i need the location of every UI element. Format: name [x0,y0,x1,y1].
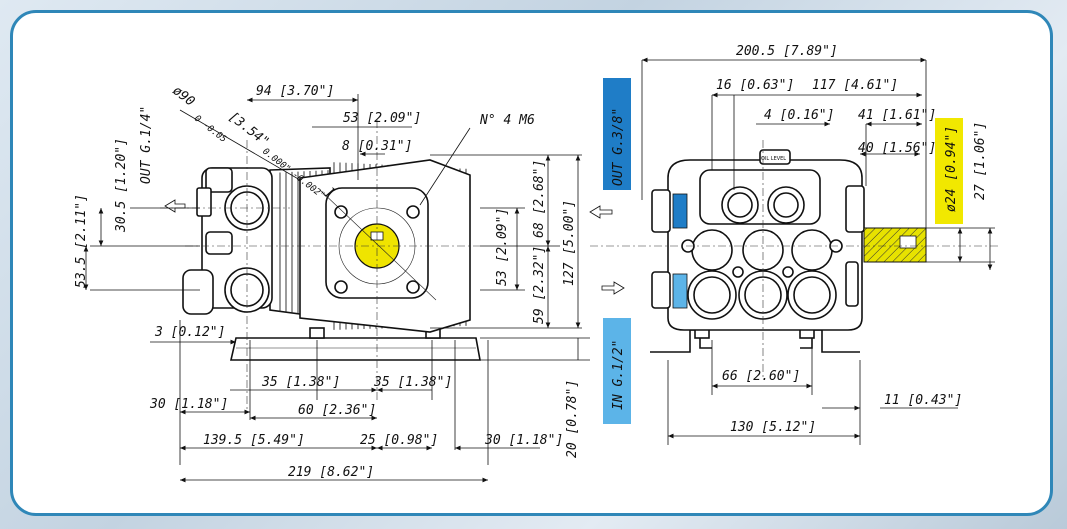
svg-text:0 -0.05: 0 -0.05 [192,114,228,145]
dim-66: 66 [2.60"] [722,369,800,384]
out-port-right-box [603,78,631,190]
shaft-dia-label: ø24 [0.94"] [944,126,959,212]
dim-219: 219 [8.62"] [288,465,374,480]
shaft-dia-box [935,118,963,224]
dim-59: 59 [2.32"] [532,246,547,324]
dim-25: 25 [0.98"] [360,433,438,448]
svg-text:[3.54": [3.54" [226,109,272,150]
dim-16: 16 [0.63"] [716,78,794,93]
dim-3: 3 [0.12"] [154,325,225,340]
dim-117: 117 [4.61"] [812,78,898,93]
dim-139-5: 139.5 [5.49"] [203,433,305,448]
out-port-left-label: OUT G.1/4" [139,106,154,184]
dim-53-v: 53 [2.09"] [495,208,510,286]
dim-130: 130 [5.12"] [730,420,816,435]
svg-text:ø90: ø90 [170,83,198,109]
side-view-dimensions [83,94,590,483]
flange-dia-label: ø90 0 -0.05 [170,83,229,145]
dim-53-5: 53.5 [2.11"] [74,194,89,288]
dim-30-b: 30 [1.18"] [484,433,563,448]
oil-level-label: OIL LEVEL [761,156,786,162]
dimension-labels: 94 [3.70"] 53 [2.09"] 8 [0.31"] N° 4 M6 … [74,44,988,480]
dim-68: 68 [2.68"] [532,160,547,238]
dim-127: 127 [5.00"] [562,200,577,286]
front-view [589,140,1000,380]
base-plate [229,337,481,361]
dim-11: 11 [0.43"] [884,393,962,408]
dim-200-5: 200.5 [7.89"] [736,44,838,59]
inlet-port-marker [672,273,688,309]
out-port-right-label: OUT G.3/8" [611,108,626,186]
dim-27: 27 [1.06"] [973,122,988,200]
dim-60: 60 [2.36"] [298,403,376,418]
bolt-spec: N° 4 M6 [479,113,535,128]
dim-30-5: 30.5 [1.20"] [114,138,129,233]
front-view-dimensions [641,57,995,445]
outlet-port-marker [672,193,688,229]
dim-20: 20 [0.78"] [565,380,580,458]
dim-94: 94 [3.70"] [256,84,334,99]
dim-35-b: 35 [1.38"] [373,375,452,390]
in-port-right-box [603,318,631,424]
shaft [863,227,927,263]
side-view [160,120,481,410]
dim-30-a: 30 [1.18"] [149,397,228,412]
dim-53-top: 53 [2.09"] [343,111,421,126]
dim-35-a: 35 [1.38"] [261,375,340,390]
oil-level-cap [759,149,791,165]
dim-8: 8 [0.31"] [342,139,412,154]
in-port-right-label: IN G.1/2" [611,340,626,410]
dim-4: 4 [0.16"] [764,108,834,123]
dim-40: 40 [1.56"] [858,141,936,156]
dim-41: 41 [1.61"] [858,108,936,123]
